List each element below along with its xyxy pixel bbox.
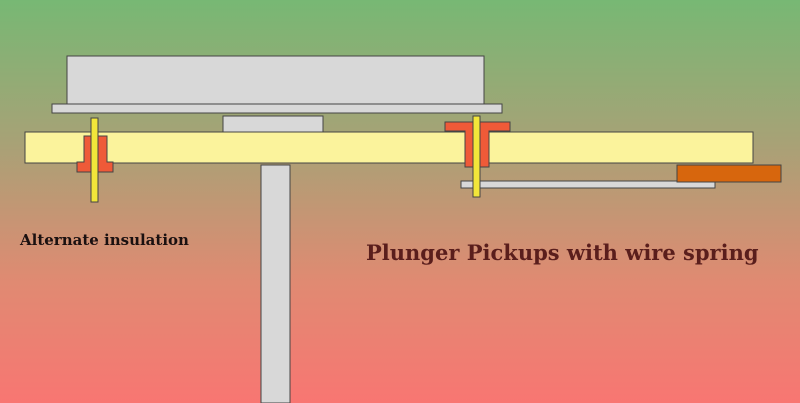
switch-body <box>66 55 485 105</box>
plunger-rod <box>260 164 291 403</box>
insulating-board <box>24 131 754 164</box>
spacer-block <box>222 115 324 133</box>
right-screw <box>472 115 481 198</box>
mounting-plate <box>51 103 503 114</box>
wire-spring <box>460 180 716 189</box>
diagram-title: Plunger Pickups with wire spring <box>366 240 759 265</box>
alternate-insulation-label: Alternate insulation <box>20 231 189 249</box>
contact-block <box>676 164 782 183</box>
left-screw <box>90 117 99 203</box>
